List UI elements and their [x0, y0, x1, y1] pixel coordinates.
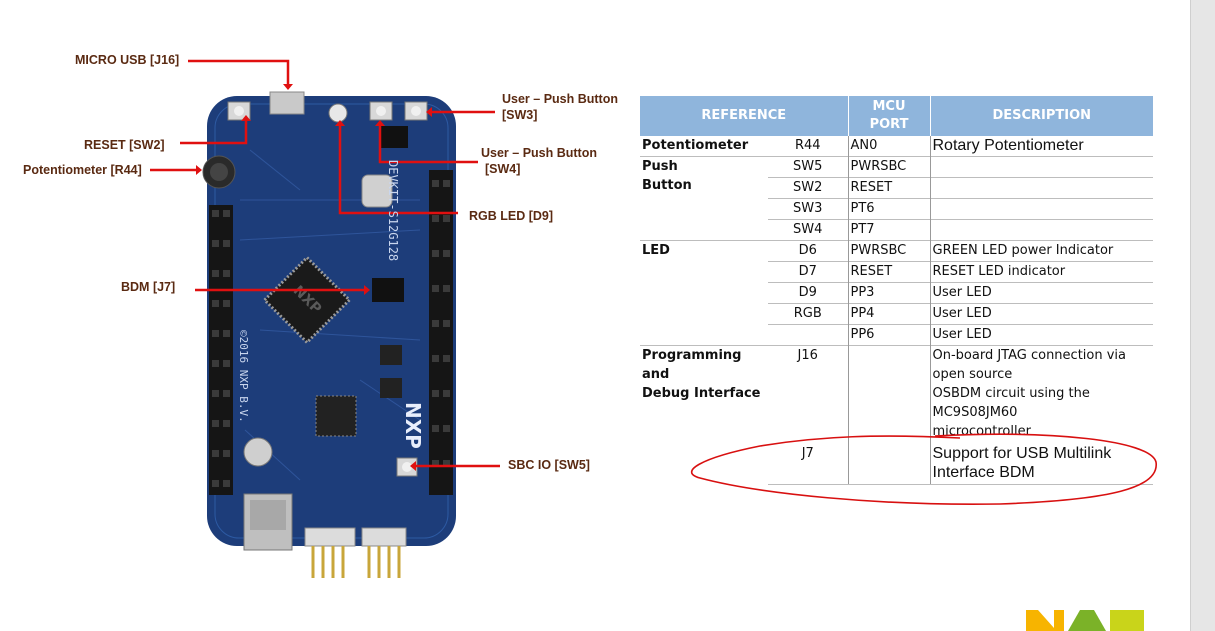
callout-user-pb-sw3-line1: User – Push Button — [502, 92, 618, 106]
nxp-logo — [1026, 610, 1144, 631]
table-header-row: REFERENCE MCU PORT DESCRIPTION — [640, 96, 1153, 136]
cell-group-line2: Debug Interface — [642, 386, 761, 401]
cell-desc — [929, 198, 1153, 220]
callout-reset: RESET [SW2] — [84, 138, 165, 152]
cell-desc — [929, 177, 1153, 199]
header-mcu-port-line1: MCU — [872, 99, 906, 114]
cell-group-line1: Programming and — [642, 348, 742, 382]
cell-group: Programming and Debug Interface — [640, 345, 768, 485]
cell-desc: User LED — [929, 303, 1153, 325]
cell-port: PP4 — [847, 303, 930, 325]
reference-table: REFERENCE MCU PORT DESCRIPTION Potentiom… — [640, 96, 1153, 485]
table-row: SW4 PT7 — [640, 219, 1153, 241]
cell-desc: GREEN LED power Indicator — [929, 240, 1153, 262]
header-mcu-port: MCU PORT — [847, 96, 931, 136]
table-row: Potentiometer R44 AN0 Rotary Potentiomet… — [640, 136, 1153, 157]
bdm-header — [372, 278, 404, 302]
callout-user-pb-sw4: User – Push Button [SW4] — [481, 145, 597, 177]
cell-port — [847, 444, 930, 485]
table-row: Programming and Debug Interface J16 On-b… — [640, 345, 1153, 485]
cell-port: PP6 — [847, 324, 930, 346]
cell-ref: SW3 — [768, 198, 848, 220]
board-silkscreen: DEVKIT-S12G128 — [386, 160, 400, 262]
header-left — [209, 205, 233, 495]
cell-port — [847, 345, 930, 444]
cell-port: PT6 — [847, 198, 930, 220]
cell-desc — [929, 156, 1153, 178]
cell-ref: J16 — [768, 345, 848, 444]
cell-group: Push Button — [640, 156, 768, 241]
header-reference: REFERENCE — [640, 96, 849, 136]
cell-port: AN0 — [847, 136, 930, 157]
cell-port: PWRSBC — [847, 240, 930, 262]
header-description: DESCRIPTION — [930, 96, 1153, 136]
callout-bdm: BDM [J7] — [121, 280, 176, 294]
board-illustration: NXP — [150, 59, 500, 578]
cell-ref: R44 — [794, 138, 821, 153]
pcb-board — [207, 96, 456, 546]
board-copyright: ©2016 NXP B.V. — [237, 330, 250, 423]
viewer-background — [1191, 0, 1215, 631]
table-row: D7 RESET RESET LED indicator — [640, 261, 1153, 283]
cell-ref: SW4 — [768, 219, 848, 241]
cell-desc-line1: On-board JTAG connection via — [932, 348, 1127, 363]
header-mcu-port-line2: PORT — [869, 117, 909, 132]
cell-desc: User LED — [929, 282, 1153, 304]
cell-desc: On-board JTAG connection via open source… — [929, 345, 1153, 444]
header-right — [429, 170, 453, 495]
cell-group-line1: Push — [642, 159, 678, 174]
cell-desc-line2: Interface BDM — [932, 464, 1035, 481]
cell-port: PT7 — [847, 219, 930, 241]
callout-user-pb-sw3: User – Push Button [SW3] — [502, 91, 618, 123]
mcu-chip — [262, 255, 352, 345]
cell-port: RESET — [847, 177, 930, 199]
cell-ref: D9 — [768, 282, 848, 304]
cell-port: PP3 — [847, 282, 930, 304]
table-row: LED D6 PWRSBC GREEN LED power Indicator — [640, 240, 1153, 346]
cell-ref: SW5 — [768, 156, 848, 178]
table-row: SW2 RESET — [640, 177, 1153, 199]
micro-usb-connector — [269, 91, 305, 115]
cell-ref — [768, 324, 848, 346]
cell-desc-line1: Support for USB Multilink — [932, 445, 1112, 462]
cell-desc: Rotary Potentiometer — [929, 136, 1153, 157]
cell-desc: Support for USB Multilink Interface BDM — [929, 444, 1153, 485]
callout-micro-usb: MICRO USB [J16] — [75, 53, 180, 67]
cell-port: PWRSBC — [847, 156, 930, 178]
table-row: RGB PP4 User LED — [640, 303, 1153, 325]
board-figure: NXP — [23, 53, 618, 578]
cell-desc: User LED — [929, 324, 1153, 346]
board-brand: NXP — [401, 402, 425, 449]
callout-rgb-led: RGB LED [D9] — [469, 209, 554, 223]
cell-group: LED — [640, 240, 768, 346]
callout-arrows — [150, 59, 500, 468]
callout-sbc-io: SBC IO [SW5] — [508, 458, 590, 472]
cell-ref: D6 — [768, 240, 848, 262]
cell-ref: D7 — [768, 261, 848, 283]
cell-desc-line5: microcontroller — [932, 424, 1031, 439]
cell-group: Potentiometer — [642, 138, 749, 153]
callout-user-pb-sw4-line1: User – Push Button — [481, 146, 597, 160]
cell-desc-line2: open source — [932, 367, 1013, 382]
callout-potentiometer: Potentiometer [R44] — [23, 163, 142, 177]
callout-user-pb-sw3-line2: [SW3] — [502, 108, 538, 122]
cell-desc: RESET LED indicator — [929, 261, 1153, 283]
cell-ref: RGB — [768, 303, 848, 325]
callout-user-pb-sw4-line2: [SW4] — [485, 162, 521, 176]
table-row: Push Button SW5 PWRSBC — [640, 156, 1153, 241]
cell-desc — [929, 219, 1153, 241]
rgb-led — [328, 103, 348, 123]
cell-ref: J7 — [768, 444, 848, 485]
cell-ref: SW2 — [768, 177, 848, 199]
sbc-chip — [315, 395, 357, 437]
cell-desc-line3: OSBDM circuit using the — [932, 386, 1090, 401]
table-row: PP6 User LED — [640, 324, 1153, 346]
capacitor — [243, 437, 273, 467]
table-row: D9 PP3 User LED — [640, 282, 1153, 304]
cell-group-line2: Button — [642, 178, 692, 193]
cell-port: RESET — [847, 261, 930, 283]
table-row: SW3 PT6 — [640, 198, 1153, 220]
cell-desc-line4: MC9S08JM60 — [932, 405, 1018, 420]
reference-table-container: REFERENCE MCU PORT DESCRIPTION Potentiom… — [640, 96, 1153, 485]
